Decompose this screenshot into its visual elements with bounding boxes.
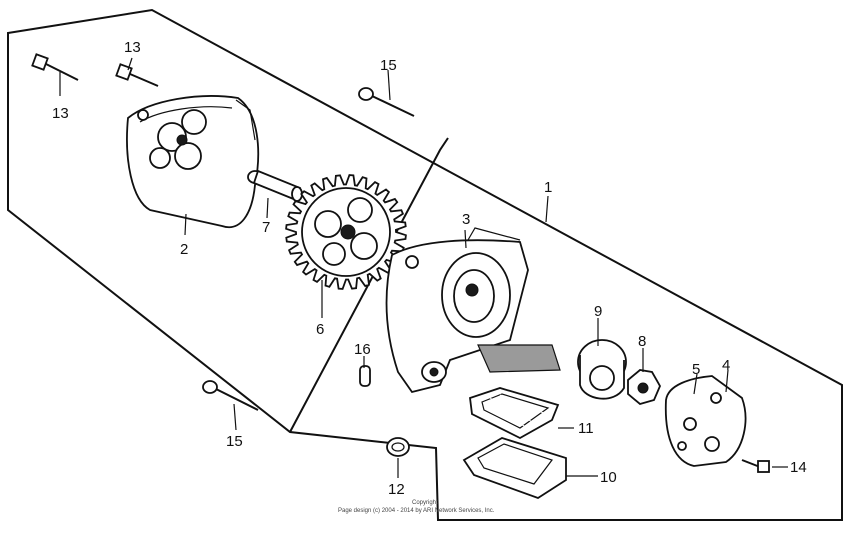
- assembly-outline: [7, 8, 843, 521]
- callout-9: 9: [594, 303, 602, 320]
- outer-rotor-part: [577, 339, 627, 400]
- leader-lines: [59, 57, 788, 478]
- end-plate-part: [664, 375, 747, 467]
- callout-13-left: 13: [52, 105, 69, 122]
- callout-13-right: 13: [124, 39, 141, 56]
- callout-15-top: 15: [380, 57, 397, 74]
- callout-15-lower: 15: [226, 433, 243, 450]
- callout-2: 2: [180, 241, 188, 258]
- callout-3: 3: [462, 211, 470, 228]
- callout-16: 16: [354, 341, 371, 358]
- dowel-pin-part: [359, 365, 371, 387]
- driven-gear-part: [285, 174, 407, 290]
- o-ring-part: [386, 437, 410, 457]
- callout-12: 12: [388, 481, 405, 498]
- callout-8: 8: [638, 333, 646, 350]
- strainer-screen-part: [469, 387, 560, 440]
- bolt-15-lower: [202, 380, 259, 411]
- bolt-14: [741, 459, 770, 473]
- callout-11: 11: [578, 420, 594, 437]
- bolt-15-top: [358, 87, 415, 117]
- pump-shaft-part: [247, 169, 303, 202]
- inner-rotor-part: [627, 369, 662, 405]
- callout-7: 7: [262, 219, 270, 236]
- callout-10: 10: [600, 469, 617, 486]
- callout-1: 1: [544, 179, 552, 196]
- callout-14: 14: [790, 459, 807, 476]
- callout-4: 4: [722, 357, 730, 374]
- callout-labels: 13 13 15 1 2 7 3 6 9 8 5 4 16 11 15 14 1…: [52, 39, 807, 498]
- strainer-frame-part: [462, 437, 567, 499]
- copyright-line-1: Copyright: [412, 500, 438, 506]
- assembly-inner-outline: [289, 137, 449, 433]
- copyright-line-2: Page design (c) 2004 - 2014 by ARI Netwo…: [338, 508, 495, 514]
- bolt-13-right: [115, 63, 159, 87]
- callout-6: 6: [316, 321, 324, 338]
- pump-body-part: [385, 227, 561, 394]
- pump-cover-part: [126, 95, 260, 229]
- bolt-13-left: [31, 53, 79, 81]
- callout-5: 5: [692, 361, 700, 378]
